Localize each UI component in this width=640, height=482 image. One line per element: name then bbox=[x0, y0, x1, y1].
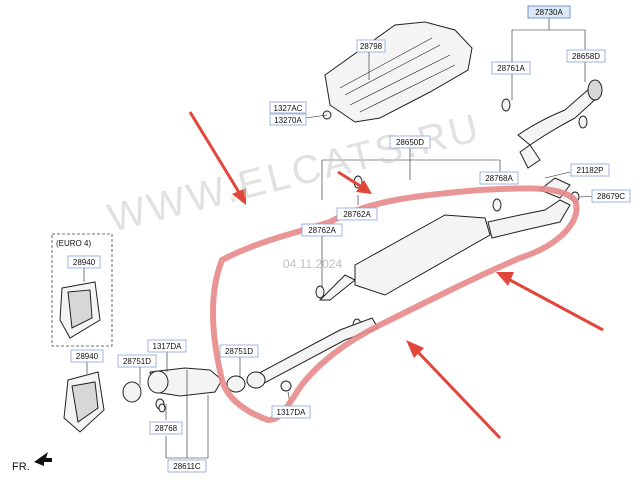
part-label-28798[interactable]: 28798 bbox=[356, 39, 386, 53]
svg-text:28762A: 28762A bbox=[343, 210, 371, 219]
svg-text:28762A: 28762A bbox=[308, 226, 336, 235]
svg-text:28768A: 28768A bbox=[485, 174, 513, 183]
gasket-part[interactable] bbox=[158, 403, 166, 413]
muffler-assembly-part[interactable] bbox=[315, 175, 580, 332]
svg-text:1317DA: 1317DA bbox=[153, 342, 183, 351]
svg-text:1317DA: 1317DA bbox=[277, 408, 307, 417]
part-label-28658D[interactable]: 28658D bbox=[566, 49, 606, 63]
euro4-label: (EURO 4) bbox=[56, 239, 91, 248]
watermark-date: 04.11.2024 bbox=[283, 257, 342, 271]
part-label-28940-euro4[interactable]: 28940 bbox=[67, 255, 101, 269]
part-label-28650D[interactable]: 28650D bbox=[389, 135, 431, 149]
svg-text:13270A: 13270A bbox=[274, 116, 302, 125]
exhaust-manifold-part[interactable] bbox=[63, 371, 105, 433]
svg-text:1327AC: 1327AC bbox=[274, 104, 303, 113]
svg-text:28751D: 28751D bbox=[123, 357, 151, 366]
part-label-28762A-upper[interactable]: 28762A bbox=[336, 207, 378, 221]
svg-text:28761A: 28761A bbox=[497, 64, 525, 73]
part-label-28762A-lower[interactable]: 28762A bbox=[301, 223, 343, 237]
part-label-28940[interactable]: 28940 bbox=[70, 349, 104, 363]
svg-text:28650D: 28650D bbox=[396, 138, 424, 147]
front-label: FR. bbox=[12, 461, 30, 473]
svg-text:21182P: 21182P bbox=[577, 166, 604, 175]
highlight-outline bbox=[210, 185, 580, 423]
part-label-1317DA-upper[interactable]: 1317DA bbox=[147, 339, 187, 353]
part-label-28679C[interactable]: 28679C bbox=[591, 189, 631, 203]
svg-text:28940: 28940 bbox=[76, 352, 99, 361]
euro4-group bbox=[51, 233, 113, 347]
tail-pipe-part[interactable] bbox=[501, 79, 603, 169]
heat-protector-part[interactable] bbox=[324, 21, 473, 123]
front-arrow-icon bbox=[34, 452, 52, 466]
part-label-1317DA-lower[interactable]: 1317DA bbox=[271, 405, 311, 419]
highlight-arrows bbox=[188, 111, 604, 440]
svg-text:28611C: 28611C bbox=[173, 462, 201, 471]
part-label-21182P[interactable]: 21182P bbox=[570, 163, 610, 177]
part-label-1327AC[interactable]: 1327AC bbox=[269, 101, 307, 114]
center-pipe-part[interactable] bbox=[226, 317, 379, 393]
part-label-28751D-right[interactable]: 28751D bbox=[219, 344, 259, 358]
part-label-28761A[interactable]: 28761A bbox=[491, 61, 531, 75]
svg-text:28751D: 28751D bbox=[225, 347, 253, 356]
svg-text:28658D: 28658D bbox=[572, 52, 600, 61]
front-orientation-marker: FR. bbox=[12, 452, 52, 473]
svg-text:28798: 28798 bbox=[360, 42, 383, 51]
catalytic-converter-part[interactable] bbox=[122, 367, 223, 410]
leader-lines bbox=[83, 18, 597, 459]
part-label-13270A[interactable]: 13270A bbox=[269, 113, 307, 126]
svg-text:28768: 28768 bbox=[155, 424, 178, 433]
part-label-28730A[interactable]: 28730A bbox=[527, 5, 571, 19]
watermark-text: WWW.ELCATS.RU bbox=[104, 105, 486, 240]
svg-text:28679C: 28679C bbox=[597, 192, 625, 201]
part-label-28768[interactable]: 28768 bbox=[149, 421, 183, 435]
part-label-28751D-left[interactable]: 28751D bbox=[117, 354, 157, 368]
svg-text:28730A: 28730A bbox=[535, 8, 563, 17]
svg-text:28940: 28940 bbox=[73, 258, 96, 267]
part-label-28611C[interactable]: 28611C bbox=[167, 459, 207, 473]
part-label-28768A[interactable]: 28768A bbox=[479, 171, 519, 185]
